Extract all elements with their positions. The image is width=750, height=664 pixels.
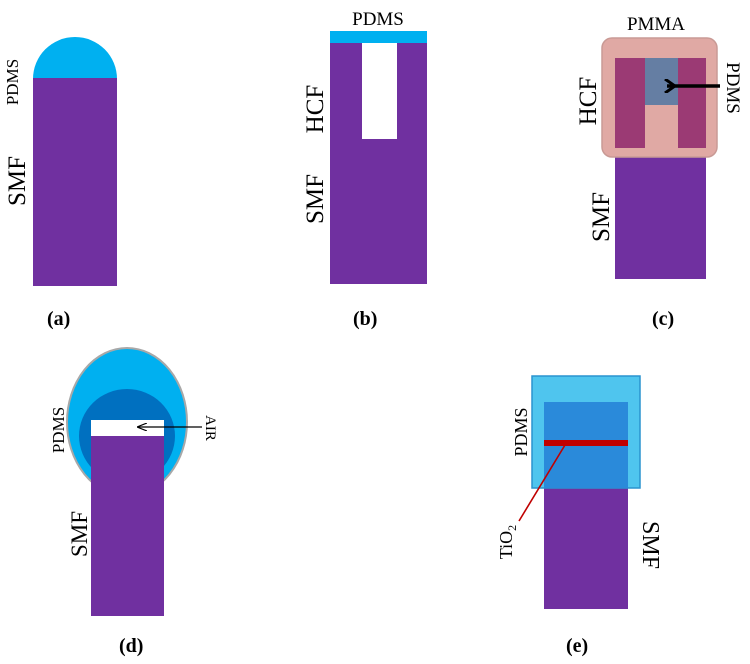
smf-core [615, 150, 706, 279]
pdms-label: PDMS [3, 59, 22, 105]
panel-a: PDMS SMF [3, 37, 117, 286]
smf-core [544, 485, 628, 609]
hcf-label: HCF [575, 77, 602, 126]
caption-d: (d) [119, 635, 144, 657]
smf-label: SMF [637, 521, 663, 569]
tio2-label: TiO2 [496, 525, 519, 559]
pmma-label: PMMA [627, 14, 685, 35]
caption-b: (b) [353, 308, 378, 330]
pdms-fill [645, 58, 678, 105]
smf-core [91, 420, 164, 616]
smf-label: SMF [4, 156, 31, 206]
pdms-label: PDMS [352, 9, 404, 30]
air-gap [91, 420, 164, 436]
hcf-label: HCF [302, 85, 329, 134]
pdms-cap [330, 31, 427, 43]
hollow-core-pmma [645, 105, 678, 148]
caption-e: (e) [566, 635, 589, 657]
panel-c: PMMA HCF SMF PDMS [575, 14, 743, 279]
hcf-right-wall [678, 58, 706, 148]
smf-core [33, 78, 117, 286]
pdms-label: PDMS [511, 407, 531, 456]
smf-label: SMF [302, 174, 329, 224]
pdms-label: PDMS [49, 407, 68, 453]
panel-e: PDMS TiO2 SMF [496, 375, 663, 609]
tio2-pointer [518, 444, 566, 522]
panel-b: PDMS HCF SMF [302, 9, 427, 284]
air-label: AIR [202, 415, 218, 441]
pdms-dome [33, 37, 117, 79]
hollow-core [362, 42, 397, 139]
pdms-label: PDMS [722, 62, 743, 114]
smf-label: SMF [588, 192, 615, 242]
caption-a: (a) [47, 308, 71, 330]
panel-d: AIR PDMS SMF [49, 347, 218, 616]
hcf-left-wall [615, 58, 645, 148]
caption-c: (c) [652, 308, 675, 330]
tio2-layer [544, 440, 628, 446]
smf-label: SMF [67, 511, 92, 557]
